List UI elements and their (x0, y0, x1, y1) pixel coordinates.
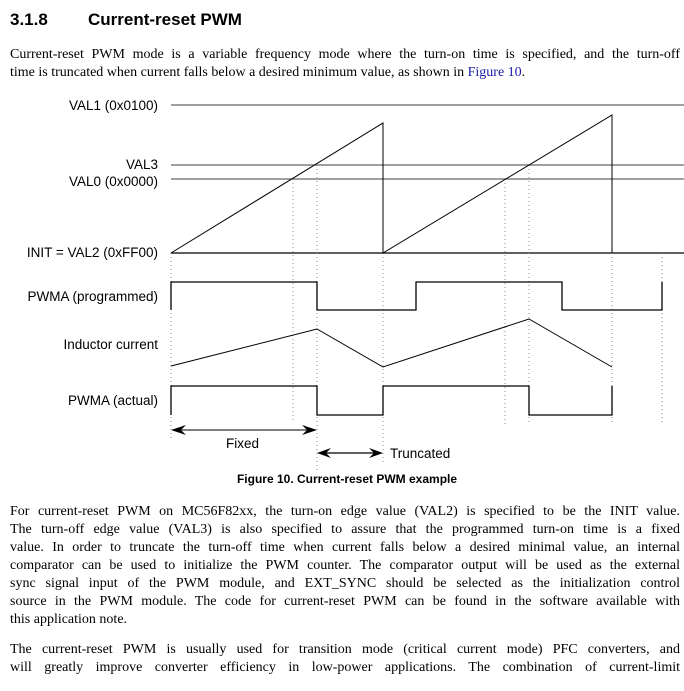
para2-line: For current-reset PWM on MC56F82xx, the … (10, 504, 680, 519)
para2-line: this application note. (10, 612, 128, 627)
pwma-programmed-waveform (170, 281, 663, 311)
figure-10-link[interactable]: Figure 10 (467, 65, 522, 80)
para2-line: The turn-off edge value (VAL3) is also s… (10, 522, 680, 537)
truncated-arrow (317, 448, 383, 458)
intro-period: . (521, 65, 526, 80)
fixed-arrow (171, 425, 317, 435)
figure-caption: Figure 10. Current-reset PWM example (237, 472, 457, 486)
para2-line: sync signal input of the PWM module, and… (10, 576, 680, 591)
intro-text: time is truncated when current falls bel… (10, 65, 468, 80)
pwma-actual-label: PWMA (actual) (68, 393, 158, 408)
fixed-label: Fixed (226, 436, 259, 451)
intro-line-2: time is truncated when current falls bel… (10, 64, 680, 82)
val3-label: VAL3 (126, 157, 158, 172)
truncated-label: Truncated (390, 446, 450, 461)
section-number: 3.1.8 (10, 10, 48, 29)
pwma-actual-waveform (170, 385, 613, 416)
para3-line: will greatly improve converter efficienc… (10, 660, 680, 675)
para2-line: comparator can be used to initialize the… (10, 558, 680, 573)
val1-label: VAL1 (0x0100) (69, 98, 158, 113)
para2-line: value. In order to truncate the turn-off… (10, 540, 680, 555)
pwma-programmed-label: PWMA (programmed) (27, 289, 158, 304)
current-reset-pwm-diagram: VAL1 (0x0100) VAL3 VAL0 (0x0000) INIT = … (27, 98, 684, 486)
init-label: INIT = VAL2 (0xFF00) (27, 245, 158, 260)
counter-ramp (170, 114, 613, 254)
section-title: Current-reset PWM (88, 10, 242, 29)
threshold-lines (171, 104, 684, 180)
inductor-current-waveform (170, 318, 613, 368)
val0-label: VAL0 (0x0000) (69, 174, 158, 189)
para3-line: The current-reset PWM is usually used fo… (10, 642, 680, 657)
inductor-current-label: Inductor current (63, 337, 158, 352)
timing-guides (170, 165, 663, 470)
para2-line: source in the PWM module. The code for c… (10, 594, 680, 609)
intro-line-1: Current-reset PWM mode is a variable fre… (10, 47, 680, 62)
